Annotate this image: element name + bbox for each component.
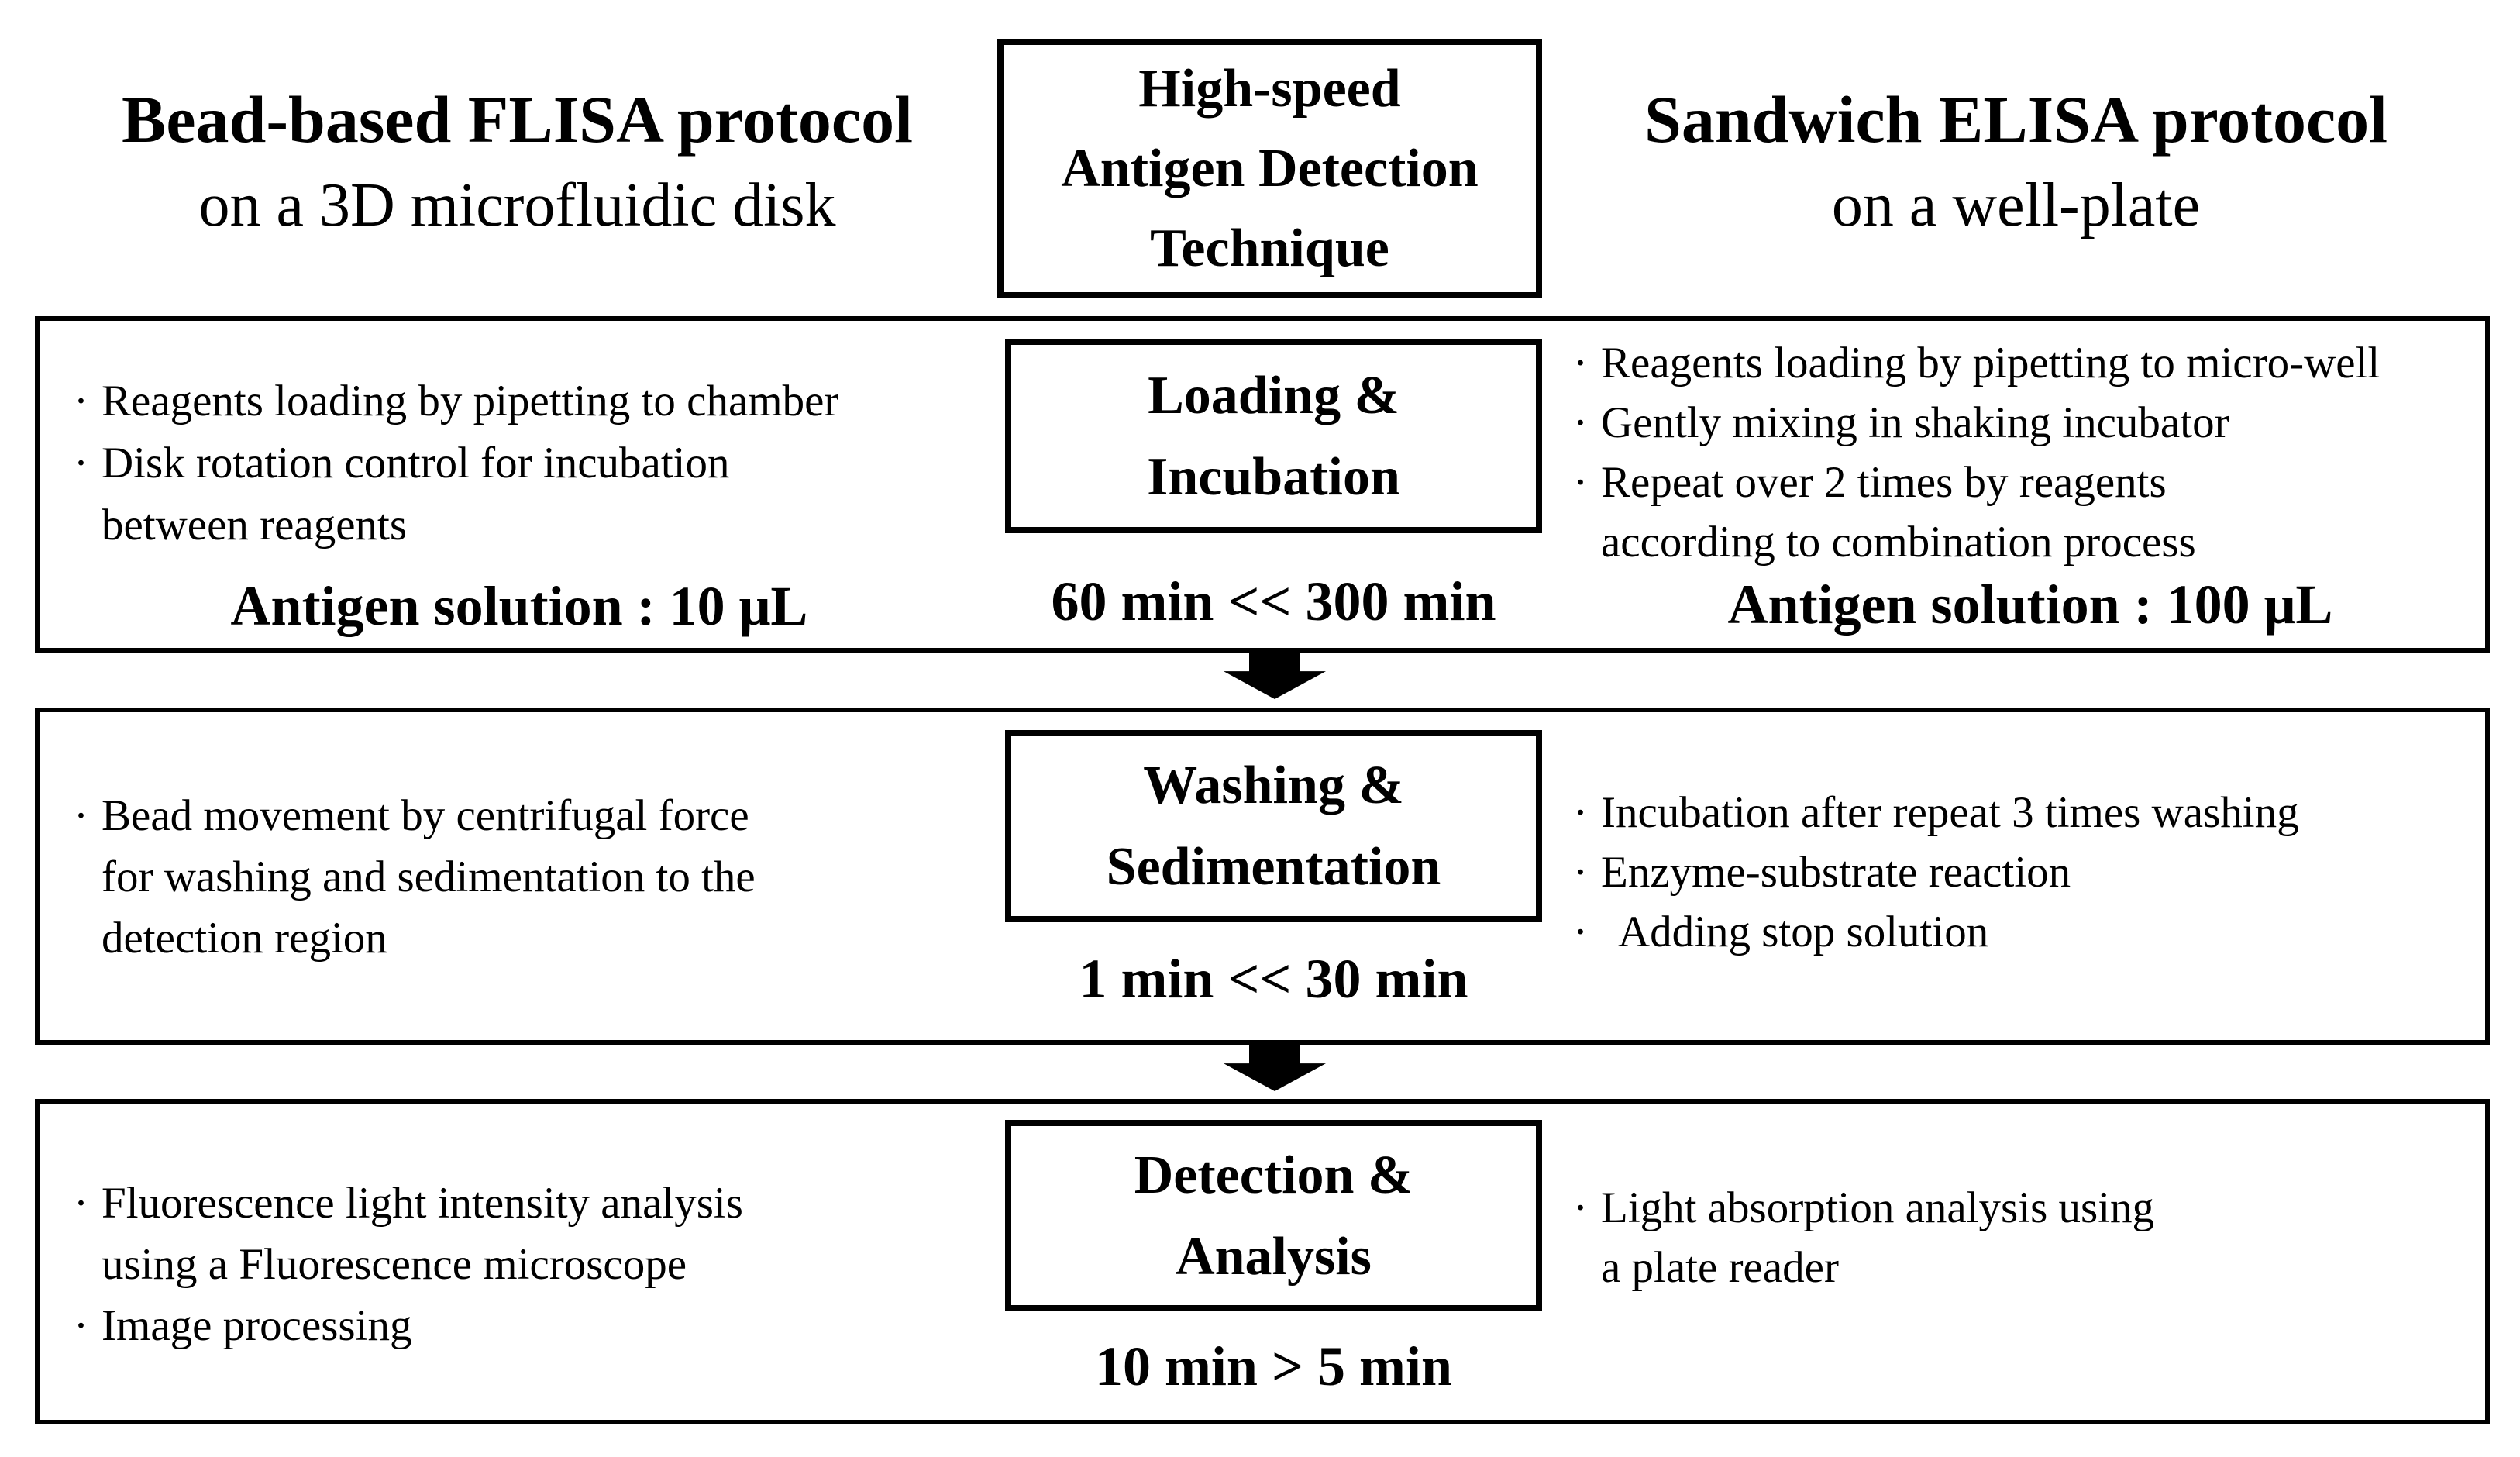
right-protocol-title: Sandwich ELISA protocol on a well-plate (1542, 76, 2490, 248)
row1-right-bullets: · Reagents loading by pipetting to micro… (1573, 333, 2380, 572)
step-label-line2: Sedimentation (1106, 837, 1441, 897)
row3-left-bullets: · Fluorescence light intensity analysis … (74, 1173, 743, 1356)
step-label-line1: Loading & (1148, 365, 1399, 425)
row2-right-bullets: · Incubation after repeat 3 times washin… (1573, 783, 2299, 962)
time-comparison-loading: 60 min << 300 min (1051, 570, 1496, 632)
bullet-line-continuation: a plate reader (1601, 1243, 1839, 1292)
time-comparison-washing: 1 min << 30 min (1079, 948, 1468, 1010)
bullet-line: · Disk rotation control for incubation (74, 432, 838, 494)
technique-header-line1: High-speed (1138, 59, 1401, 119)
bullet-line: · Reagents loading by pipetting to chamb… (74, 370, 838, 432)
bullet-dot: · (1573, 788, 1588, 837)
left-protocol-title: Bead-based FLISA protocol on a 3D microf… (35, 76, 1000, 248)
bullet-line-continuation: according to combination process (1601, 518, 2196, 567)
step-label-line1: Detection & (1134, 1145, 1413, 1205)
bullet-line-continuation: detection region (102, 914, 387, 963)
step-box-washing-sedimentation: Washing & Sedimentation (1005, 730, 1542, 922)
bullet-line-continuation: using a Fluorescence microscope (102, 1240, 687, 1289)
step-box-detection-analysis: Detection & Analysis (1005, 1120, 1542, 1311)
bullet-line: · Incubation after repeat 3 times washin… (1573, 783, 2299, 842)
left-protocol-title-line1: Bead-based FLISA protocol (122, 82, 913, 157)
step-label-line2: Incubation (1147, 446, 1400, 507)
flow-arrow-down-icon (1224, 1042, 1326, 1091)
bullet-dot: · (1573, 398, 1588, 447)
time-comparison-detection: 10 min > 5 min (1094, 1335, 1453, 1397)
bullet-line: · Fluorescence light intensity analysis (74, 1173, 743, 1234)
bullet-line: · Image processing (74, 1295, 743, 1356)
bullet-line: · Bead movement by centrifugal force (74, 785, 756, 846)
bullet-dot: · (1573, 908, 1588, 956)
bullet-line: · Reagents loading by pipetting to micro… (1573, 333, 2380, 393)
bullet-dot: · (74, 377, 88, 425)
bullet-line: · Gently mixing in shaking incubator (1573, 393, 2380, 453)
bullet-line: · Adding stop solution (1573, 902, 2299, 962)
right-antigen-volume: Antigen solution : 100 μL (1727, 574, 2333, 636)
bullet-dot: · (1573, 458, 1588, 507)
right-protocol-title-line2: on a well-plate (1831, 171, 2201, 239)
step-label-line1: Washing & (1143, 756, 1404, 815)
bullet-dot: · (1573, 848, 1588, 897)
row3-right-bullets: · Light absorption analysis using a plat… (1573, 1178, 2154, 1297)
bullet-dot: · (74, 1301, 88, 1350)
right-protocol-title-line1: Sandwich ELISA protocol (1644, 82, 2388, 157)
step-box-loading-incubation: Loading & Incubation (1005, 339, 1542, 533)
bullet-dot: · (74, 791, 88, 840)
bullet-line: · Repeat over 2 times by reagents (1573, 453, 2380, 512)
left-antigen-volume: Antigen solution : 10 μL (230, 575, 808, 637)
flow-arrow-down-icon (1224, 649, 1326, 699)
bullet-dot: · (1573, 1183, 1588, 1232)
left-protocol-title-line2: on a 3D microfluidic disk (198, 171, 836, 239)
bullet-line-continuation: for washing and sedimentation to the (102, 852, 756, 901)
bullet-line: · Light absorption analysis using (1573, 1178, 2154, 1238)
bullet-dot: · (74, 439, 88, 487)
technique-header-line3: Technique (1150, 219, 1389, 278)
step-label-line2: Analysis (1176, 1226, 1372, 1286)
row1-left-bullets: · Reagents loading by pipetting to chamb… (74, 370, 838, 556)
technique-header-box: High-speed Antigen Detection Technique (997, 39, 1542, 298)
technique-header-line2: Antigen Detection (1061, 139, 1479, 198)
bullet-line-continuation: between reagents (102, 501, 408, 549)
bullet-line: · Enzyme-substrate reaction (1573, 842, 2299, 902)
bullet-dot: · (1573, 339, 1588, 388)
row-detection-analysis (35, 1099, 2490, 1424)
row2-left-bullets: · Bead movement by centrifugal force for… (74, 785, 756, 969)
bullet-dot: · (74, 1179, 88, 1228)
